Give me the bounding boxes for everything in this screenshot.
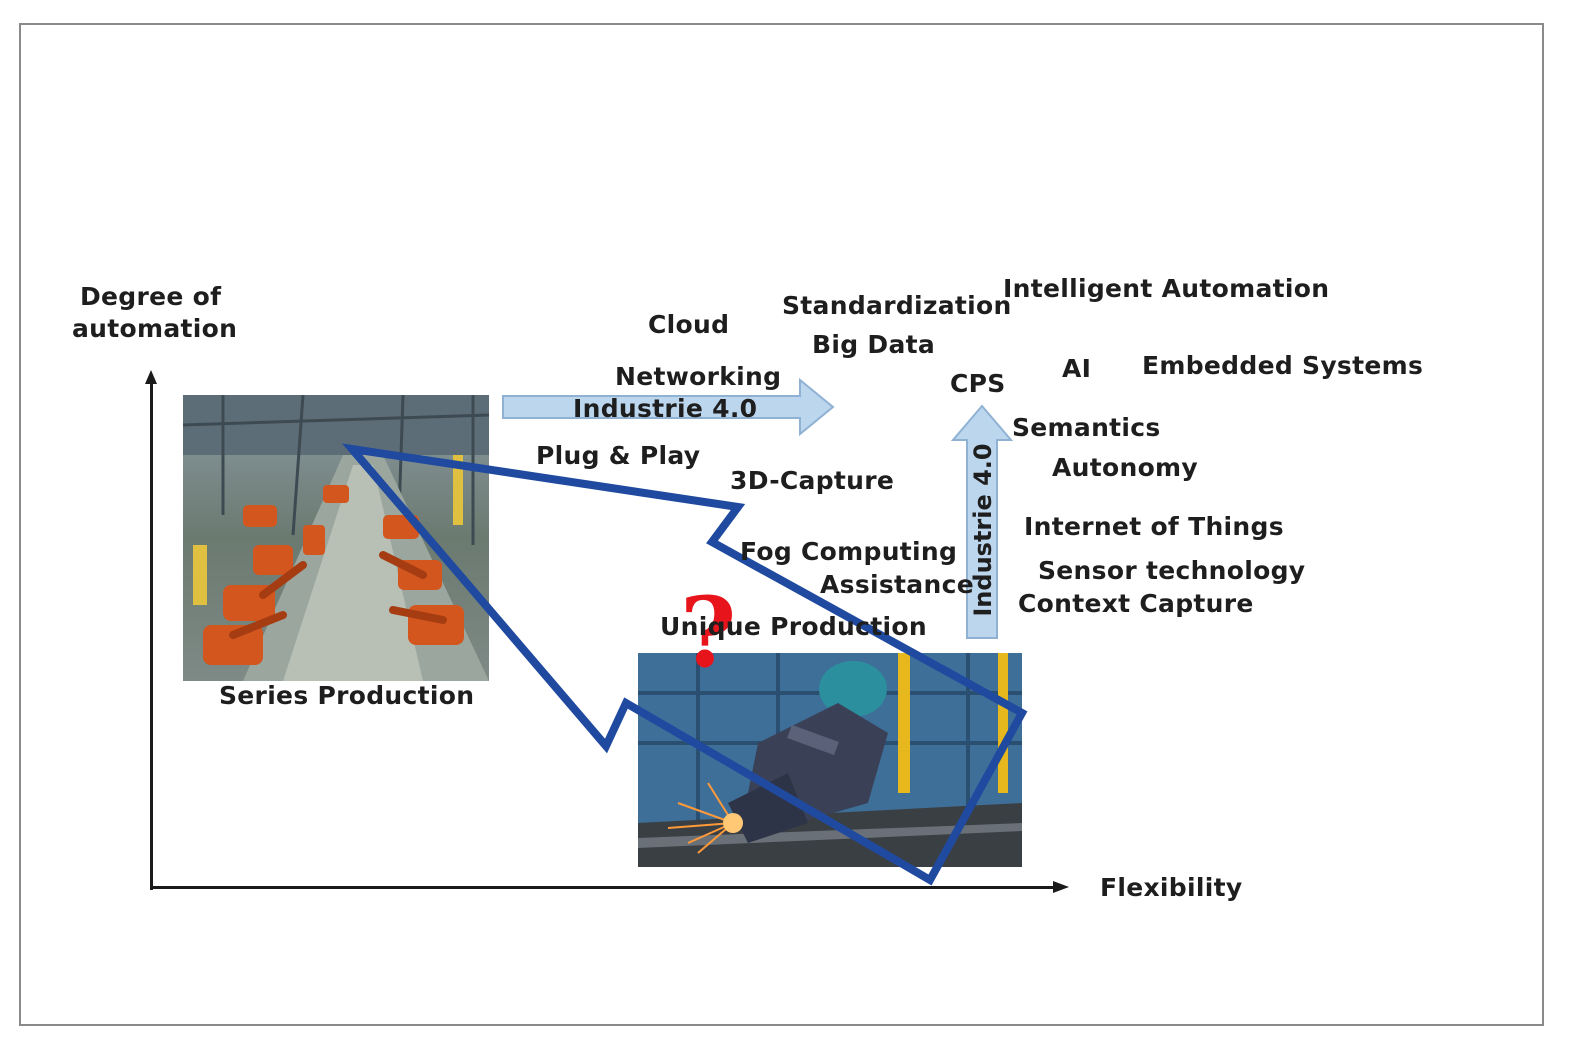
term-internet-of-things: Internet of Things	[1024, 512, 1284, 541]
term-context-capture: Context Capture	[1018, 589, 1254, 618]
term-semantics: Semantics	[1012, 413, 1161, 442]
big-transition-arrow	[341, 443, 1028, 886]
x-axis-label: Flexibility	[1100, 873, 1243, 902]
question-mark: ?	[680, 576, 737, 689]
term-autonomy: Autonomy	[1052, 453, 1198, 482]
series-production-caption: Series Production	[219, 681, 475, 710]
horizontal-arrow-label: Industrie 4.0	[573, 394, 758, 423]
y-axis-label-line1: Degree of	[80, 282, 222, 311]
term-assistance: Assistance	[820, 570, 974, 599]
term-sensor-technology: Sensor technology	[1038, 556, 1306, 585]
unique-production-caption: Unique Production	[660, 612, 927, 641]
y-axis-arrowhead	[145, 370, 157, 384]
vertical-industrie-arrow	[950, 404, 1014, 639]
term-3d-capture: 3D-Capture	[730, 466, 895, 495]
horizontal-industrie-arrow	[502, 377, 835, 437]
y-axis	[150, 380, 153, 890]
y-axis-label-line2: automation	[72, 314, 238, 343]
term-big-data: Big Data	[812, 330, 936, 359]
x-axis	[150, 886, 1055, 889]
term-cloud: Cloud	[648, 310, 730, 339]
x-axis-arrowhead	[1053, 881, 1069, 893]
term-intelligent-automation: Intelligent Automation	[1003, 274, 1330, 303]
term-plug-play: Plug & Play	[536, 441, 701, 470]
term-ai: AI	[1062, 354, 1092, 383]
series-production-photo	[183, 395, 489, 681]
term-networking: Networking	[615, 362, 782, 391]
term-cps: CPS	[950, 369, 1006, 398]
term-fog-computing: Fog Computing	[740, 537, 958, 566]
term-embedded-systems: Embedded Systems	[1142, 351, 1424, 380]
term-standardization: Standardization	[782, 291, 1012, 320]
